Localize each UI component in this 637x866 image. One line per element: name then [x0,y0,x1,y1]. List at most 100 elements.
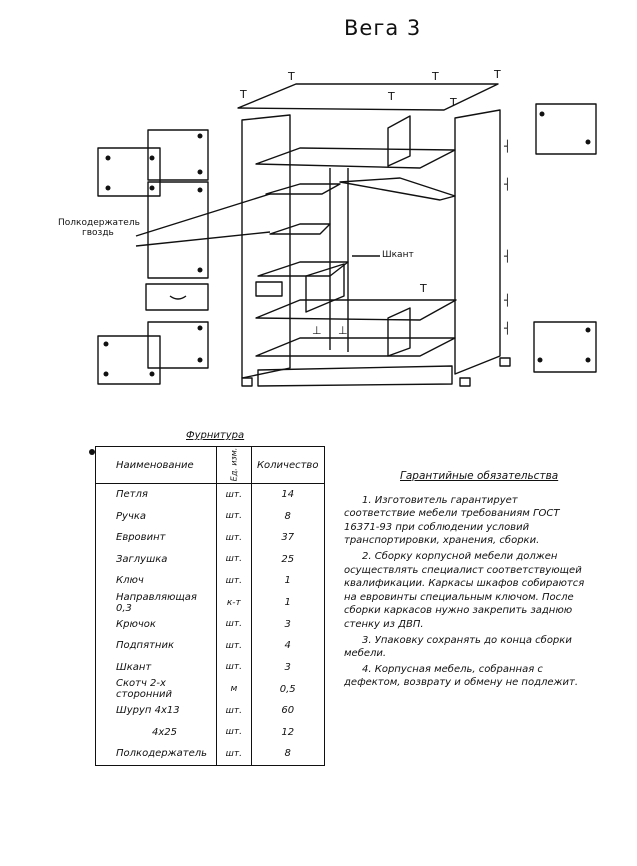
cell-qty: 37 [250,527,325,549]
right-side-panel [454,109,501,375]
svg-text:T: T [239,88,247,101]
warranty-section: Гарантийные обязательства 1. Изготовител… [344,470,590,692]
cell-qty: 8 [250,743,325,766]
door-panel [97,147,161,197]
door-panel [97,335,161,385]
cell-name: Петля [95,483,217,506]
cell-qty: 60 [250,700,325,722]
svg-text:┤: ┤ [504,321,511,335]
cell-qty: 3 [250,613,325,635]
cell-name: Полкодержатель [95,743,217,766]
page-title: Вега 3 [344,16,422,40]
cell-qty: 3 [250,656,325,678]
inner-door [387,115,411,167]
warranty-item: 4. Корпусная мебель, собранная с дефекто… [344,663,579,689]
svg-text:T: T [287,70,295,83]
cell-name: 4х25 [95,721,217,743]
shelf [257,261,349,277]
cell-qty: 0,5 [250,678,325,700]
svg-text:T: T [387,90,395,103]
cell-unit: шт. [216,700,252,722]
cell-unit: шт. [216,527,252,549]
cell-name: Скотч 2-х сторонний [95,678,217,700]
cell-name: Ключ [95,570,217,592]
cell-unit: шт. [216,570,252,592]
svg-text:T: T [431,70,439,83]
shelf [255,337,456,357]
dowel-label: Шкант [382,250,414,260]
cell-unit: шт. [216,548,252,570]
cell-unit: шт. [216,613,252,635]
shelf [255,299,457,321]
shelf [265,183,341,195]
header-unit: Ед. изм. [216,446,252,484]
warranty-item: 2. Сборку корпусной мебели должен осущес… [344,550,585,630]
cell-unit: м [216,678,252,700]
furniture-caption: Фурнитура [186,430,245,441]
door-panel [535,103,597,155]
top-panel [237,83,499,111]
left-side-panel [241,114,291,379]
header-name: Наименование [95,446,217,484]
cell-name: Евровинт [95,527,217,549]
svg-text:T: T [493,68,501,81]
shelf [255,147,456,169]
cell-qty: 12 [250,721,325,743]
cell-qty: 4 [250,635,325,657]
door-panel [533,321,597,373]
drawer-front [145,283,209,311]
cell-name: Крючок [95,613,217,635]
door-panel [147,129,209,181]
door-panel [147,321,209,369]
drawer [305,263,345,313]
warranty-item: 3. Упаковку сохранять до конца сборки ме… [344,634,572,660]
cell-unit: к-т [216,591,252,614]
svg-text:⊥: ⊥ [312,324,322,337]
cell-qty: 1 [250,570,325,592]
svg-text:┤: ┤ [504,177,511,191]
cell-unit: шт. [216,743,252,766]
svg-text:┤: ┤ [504,139,511,153]
cell-unit: шт. [216,505,252,527]
cell-unit: шт. [216,721,252,743]
warranty-item: 1. Изготовитель гарантирует соответствие… [344,494,560,547]
shelf [269,223,331,235]
cell-name: Заглушка [95,548,217,570]
cell-name: Шуруп 4х13 [95,700,217,722]
svg-text:⊥: ⊥ [338,324,348,337]
svg-text:T: T [419,282,427,295]
cell-qty: 25 [250,548,325,570]
header-qty: Количество [250,446,325,484]
svg-text:T: T [449,96,457,109]
inner-door [387,307,411,357]
svg-text:┤: ┤ [504,293,511,307]
cell-qty: 1 [250,591,325,614]
warranty-title: Гарантийные обязательства [400,470,559,482]
cell-unit: шт. [216,635,252,657]
cell-qty: 8 [250,505,325,527]
cell-unit: шт. [216,656,252,678]
door-panel [147,181,209,279]
cell-name: Подпятник [95,635,217,657]
plinth [257,365,453,387]
shelf [339,177,456,201]
cell-name: Ручка [95,505,217,527]
cell-name: Шкант [95,656,217,678]
svg-text:┤: ┤ [504,249,511,263]
cell-name: Направляющая 0,3 [95,591,217,614]
